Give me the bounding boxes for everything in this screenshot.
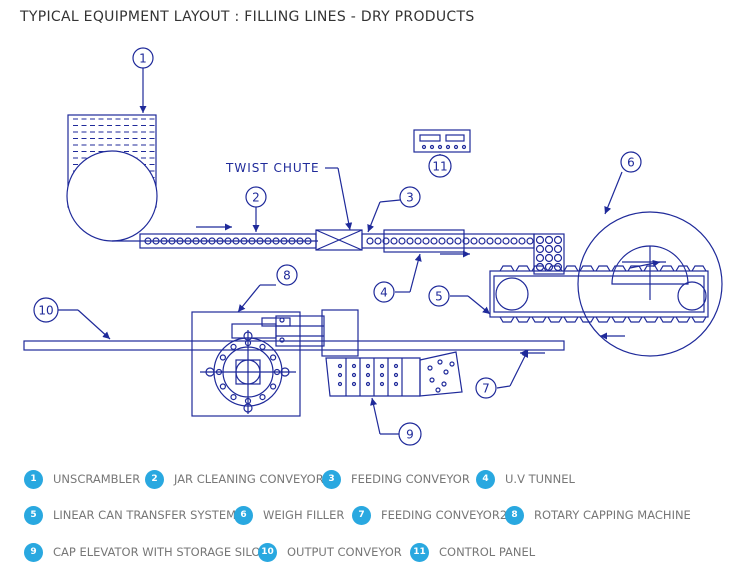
legend-badge: 2 xyxy=(145,469,164,489)
legend-badge: 6 xyxy=(234,505,253,525)
legend-item-6: 6 WEIGH FILLER xyxy=(234,504,344,526)
callout-8: 8 xyxy=(276,264,298,286)
callout-7: 7 xyxy=(475,377,497,399)
callout-label: 6 xyxy=(627,156,635,170)
callout-label: 8 xyxy=(283,269,291,283)
callout-label: 5 xyxy=(435,290,443,304)
legend-badge: 1 xyxy=(24,469,43,489)
rotary-capping-machine xyxy=(191,309,359,417)
legend-badge: 8 xyxy=(505,505,524,525)
legend-item-9: 9 CAP ELEVATOR WITH STORAGE SILO xyxy=(24,541,260,563)
legend-badge: 10 xyxy=(258,542,277,562)
callout-6: 6 xyxy=(620,151,642,173)
callout-4: 4 xyxy=(373,281,395,303)
legend-label: FEEDING CONVEYOR xyxy=(351,472,470,486)
cap-elevator-silo xyxy=(325,351,463,397)
legend-item-4: 4 U.V TUNNEL xyxy=(476,468,575,490)
control-panel xyxy=(413,129,471,153)
legend-item-10: 10 OUTPUT CONVEYOR xyxy=(258,541,402,563)
legend-label: ROTARY CAPPING MACHINE xyxy=(534,508,691,522)
output-conveyor xyxy=(23,340,565,357)
callout-label: 7 xyxy=(482,382,490,396)
callout-1: 1 xyxy=(132,47,154,69)
legend-badge: 5 xyxy=(24,505,43,525)
feeding-conveyor xyxy=(361,229,535,258)
legend-label: CAP ELEVATOR WITH STORAGE SILO xyxy=(53,545,261,559)
legend-item-7: 7 FEEDING CONVEYOR2 xyxy=(352,504,507,526)
legend-label: JAR CLEANING CONVEYOR xyxy=(174,472,324,486)
callout-label: 10 xyxy=(38,304,53,318)
equipment-layout-diagram: 1 2 3 4 5 6 7 8 9 10 11 TWIST CHUTE xyxy=(23,47,723,446)
legend-badge: 9 xyxy=(24,542,43,562)
legend-item-5: 5 LINEAR CAN TRANSFER SYSTEM xyxy=(24,504,236,526)
callout-3: 3 xyxy=(399,186,421,208)
legend-item-3: 3 FEEDING CONVEYOR xyxy=(322,468,470,490)
callout-10: 10 xyxy=(33,297,59,323)
legend-label: UNSCRAMBLER xyxy=(53,472,141,486)
page-title: TYPICAL EQUIPMENT LAYOUT : FILLING LINES… xyxy=(20,9,475,25)
jar-buffer xyxy=(533,233,565,275)
callout-label: 4 xyxy=(380,286,388,300)
callout-label: 2 xyxy=(252,191,260,205)
twist-chute-label: TWIST CHUTE xyxy=(225,161,320,175)
twist-chute xyxy=(315,229,363,251)
legend-item-2: 2 JAR CLEANING CONVEYOR xyxy=(145,468,324,490)
legend-label: WEIGH FILLER xyxy=(263,508,345,522)
legend-badge: 11 xyxy=(410,542,429,562)
callout-5: 5 xyxy=(428,285,450,307)
callout-label: 9 xyxy=(406,428,414,442)
unscrambler xyxy=(66,114,318,242)
legend-item-8: 8 ROTARY CAPPING MACHINE xyxy=(505,504,691,526)
legend-label: FEEDING CONVEYOR2 xyxy=(381,508,508,522)
legend: 1 UNSCRAMBLER 2 JAR CLEANING CONVEYOR 3 … xyxy=(0,462,742,570)
callout-label: 3 xyxy=(406,191,414,205)
linear-can-transfer-system xyxy=(489,265,709,323)
legend-badge: 3 xyxy=(322,469,341,489)
legend-label: LINEAR CAN TRANSFER SYSTEM xyxy=(53,508,237,522)
callout-11: 11 xyxy=(428,154,452,178)
callout-markers: 1 2 3 4 5 6 7 8 9 10 11 xyxy=(33,47,642,446)
callout-9: 9 xyxy=(398,422,422,446)
legend-badge: 7 xyxy=(352,505,371,525)
callout-label: 1 xyxy=(139,52,147,66)
callout-label: 11 xyxy=(432,160,447,174)
legend-label: OUTPUT CONVEYOR xyxy=(287,545,402,559)
legend-label: U.V TUNNEL xyxy=(505,472,575,486)
legend-item-11: 11 CONTROL PANEL xyxy=(410,541,535,563)
weigh-filler xyxy=(577,211,723,357)
legend-label: CONTROL PANEL xyxy=(439,545,536,559)
jar-cleaning-conveyor xyxy=(139,223,317,249)
legend-badge: 4 xyxy=(476,469,495,489)
callout-2: 2 xyxy=(245,186,267,208)
legend-item-1: 1 UNSCRAMBLER xyxy=(24,468,140,490)
